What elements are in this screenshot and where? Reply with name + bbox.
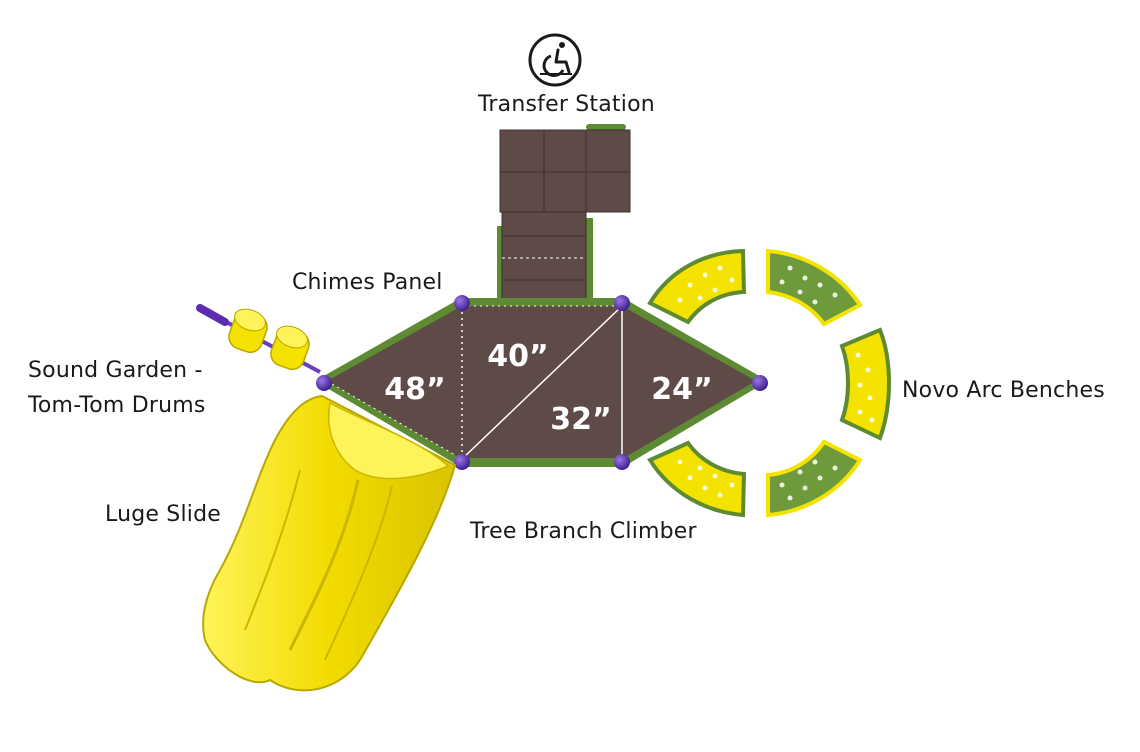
label-sound-garden-line2: Tom-Tom Drums [28, 393, 206, 418]
tree-branch-climber [462, 458, 622, 464]
arc-bench [839, 327, 891, 441]
arc-bench [766, 248, 863, 327]
label-chimes-panel: Chimes Panel [292, 270, 443, 295]
deck-height-right: 24” [651, 372, 712, 407]
transfer-rail-right [585, 218, 593, 306]
transfer-platform-upper [499, 129, 631, 213]
luge-slide [202, 394, 457, 692]
arc-bench [647, 440, 747, 518]
transfer-station [497, 124, 631, 306]
sound-garden-drums [196, 304, 321, 374]
label-sound-garden-line1: Sound Garden - [28, 358, 203, 383]
arc-bench [766, 439, 863, 518]
label-tree-branch-climber: Tree Branch Climber [470, 519, 697, 544]
post [614, 454, 630, 470]
post [454, 295, 470, 311]
novo-arc-benches [647, 248, 891, 518]
label-luge-slide: Luge Slide [105, 502, 221, 527]
deck-height-center-top: 40” [487, 339, 548, 374]
deck-height-left: 48” [384, 372, 445, 407]
main-deck: 48” 40” 32” 24” [326, 305, 756, 460]
post [752, 375, 768, 391]
post [316, 375, 332, 391]
label-transfer-station: Transfer Station [478, 92, 655, 117]
transfer-grab-bar [586, 124, 626, 130]
post [454, 454, 470, 470]
post [614, 295, 630, 311]
deck-posts [316, 295, 768, 470]
transfer-rail-left [497, 226, 505, 306]
deck-height-center-bottom: 32” [550, 402, 611, 437]
label-novo-arc-benches: Novo Arc Benches [902, 378, 1105, 403]
wheelchair-icon [528, 33, 582, 87]
arc-bench [647, 248, 747, 325]
